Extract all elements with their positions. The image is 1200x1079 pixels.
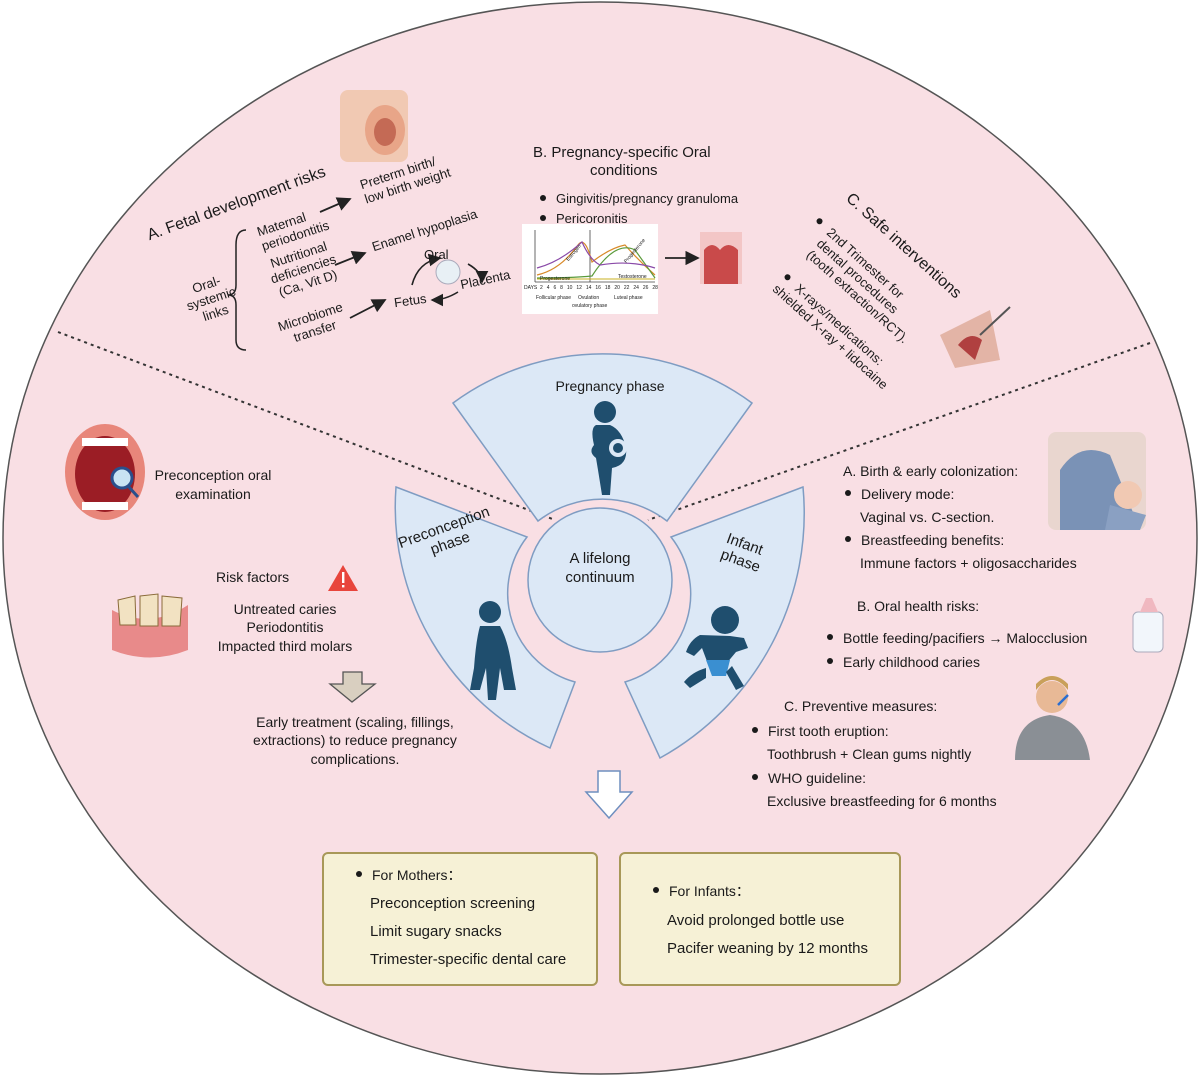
mothers-item-3: Trimester-specific dental care [370, 951, 567, 968]
infant-c-item-3-text: WHO guideline: [768, 770, 867, 786]
infant-b-item-1-text: Bottle feeding/pacifiers → Malocclusion [843, 630, 1088, 646]
center-label-1: A lifelong [569, 550, 631, 567]
infant-a-item-3-text: Breastfeeding benefits: [861, 532, 1005, 548]
mothers-item-1: Preconception screening [370, 895, 536, 912]
infant-b-item-2-text: Early childhood caries [843, 654, 980, 670]
gum-icon [700, 232, 742, 284]
mothers-box: For Mothers： Preconception screening Lim… [322, 852, 598, 986]
risk-2: Periodontitis [246, 619, 324, 635]
early-treatment-l3: complications. [310, 751, 400, 767]
day-tick: 2 [540, 285, 543, 291]
chart-days-label: DAYS [524, 285, 538, 291]
chart-phase-ovulatory: ovulatory phase [572, 303, 608, 309]
down-arrow-brown [328, 671, 377, 703]
man-brushing-image [1015, 676, 1090, 760]
chart-phase-luteal: Luteal phase [614, 295, 643, 301]
pregnant-belly-image [340, 90, 408, 162]
infant-b-item-1: Bottle feeding/pacifiers → Malocclusion [827, 630, 1087, 646]
mothers-title-text: For Mothers： [372, 867, 462, 883]
warning-icon [328, 565, 358, 591]
preconception-exam-l1: Preconception oral [154, 467, 272, 483]
conditions-item-2: Pericoronitis [540, 211, 628, 226]
infant-b-title: B. Oral health risks: [857, 598, 980, 614]
infant-a-item-1-text: Delivery mode: [861, 486, 955, 502]
day-tick: 10 [566, 285, 573, 291]
tooth-xray-image [940, 306, 1011, 368]
breastfeeding-image [1048, 432, 1146, 530]
day-tick: 14 [585, 285, 592, 291]
chart-phase-follicular: Follicular phase [536, 295, 572, 301]
chart-hormone-testosterone: Testosterone [618, 274, 647, 280]
day-tick: 8 [560, 285, 563, 291]
cycle-arrow-1 [411, 253, 442, 286]
early-treatment-l1: Early treatment (scaling, fillings, [256, 714, 454, 730]
day-tick: 20 [614, 285, 620, 291]
cycle-arrow-3 [430, 291, 459, 307]
conditions-item-1: Gingivitis/pregnancy granuloma [540, 191, 738, 206]
risk-1: Untreated caries [233, 601, 337, 617]
risk-3: Impacted third molars [217, 638, 353, 654]
bottle-image [1132, 598, 1164, 653]
baby-icon [684, 606, 748, 690]
chart-phase-ovulation: Ovulation [578, 295, 600, 301]
day-tick: 18 [604, 285, 611, 291]
infant-b-item-2: Early childhood caries [827, 654, 980, 670]
infant-a-item-2: Vaginal vs. C-section. [860, 509, 995, 525]
brace [227, 229, 247, 351]
day-tick: 4 [546, 285, 550, 291]
risk-title: Risk factors [216, 569, 290, 585]
day-tick: 6 [553, 285, 557, 291]
mothers-title: For Mothers： [356, 865, 461, 885]
infant-a-title: A. Birth & early colonization: [843, 463, 1019, 479]
pregnant-woman-icon [591, 401, 627, 495]
arrow-enamel [334, 250, 367, 266]
infant-a-item-1: Delivery mode: [845, 486, 954, 502]
infant-a-item-4: Immune factors + oligosaccharides [860, 555, 1077, 571]
infants-title-text: For Infants： [669, 883, 750, 899]
teeth-image [112, 593, 188, 658]
preconception-exam-l2: examination [175, 486, 251, 502]
infant-c-item-1-text: First tooth eruption: [768, 723, 889, 739]
infant-c-item-3: WHO guideline: [752, 770, 866, 786]
center-label-2: continuum [565, 569, 635, 586]
day-tick: 22 [623, 285, 630, 291]
hormone-chart [522, 224, 658, 314]
conditions-item-1-text: Gingivitis/pregnancy granuloma [556, 191, 739, 206]
mothers-item-2: Limit sugary snacks [370, 923, 502, 940]
day-tick: 26 [642, 285, 649, 291]
infant-c-item-1: First tooth eruption: [752, 723, 889, 739]
down-arrow-blue [584, 770, 634, 820]
divider-left [57, 331, 556, 521]
arrow-microbiome [349, 299, 387, 319]
infant-c-item-4: Exclusive breastfeeding for 6 months [767, 793, 997, 809]
infant-c-title: C. Preventive measures: [784, 698, 938, 714]
infants-item-2: Pacifer weaning by 12 months [667, 940, 868, 957]
center-circle [527, 507, 673, 653]
infant-a-item-3: Breastfeeding benefits: [845, 532, 1004, 548]
day-tick: 16 [595, 285, 601, 291]
woman-icon [470, 601, 516, 700]
day-tick: 24 [633, 285, 639, 291]
infants-title: For Infants： [653, 881, 750, 901]
phase-pregnancy-label: Pregnancy phase [555, 378, 665, 394]
microbiome-icon [435, 259, 461, 285]
open-mouth-image [65, 424, 145, 520]
chart-hormone-progesterone-2: Progesterone [540, 276, 571, 282]
cycle-arrow-2 [467, 263, 489, 284]
early-treatment-l2: extractions) to reduce pregnancy [253, 732, 457, 748]
day-tick: 12 [576, 285, 582, 291]
infants-box: For Infants： Avoid prolonged bottle use … [619, 852, 901, 986]
conditions-title-1: B. Pregnancy-specific Oral [533, 144, 711, 161]
infants-item-1: Avoid prolonged bottle use [667, 912, 845, 929]
conditions-title-2: conditions [590, 162, 658, 179]
cycle-oral-label: Oral [424, 247, 449, 262]
divider-right [647, 342, 1151, 521]
arrow-preterm [319, 197, 352, 213]
infant-c-item-2: Toothbrush + Clean gums nightly [767, 746, 972, 762]
day-tick: 28 [652, 285, 658, 291]
conditions-item-2-text: Pericoronitis [556, 211, 628, 226]
